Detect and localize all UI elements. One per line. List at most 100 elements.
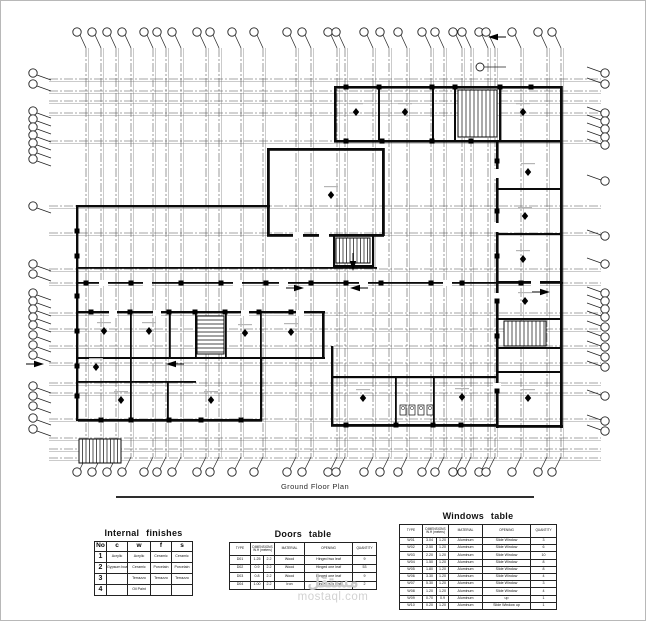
- table-cell: Oil Paint: [127, 584, 151, 596]
- table-cell: 2.2: [262, 580, 276, 590]
- table-cell: 0.9: [250, 563, 264, 573]
- table-cell: 1.20: [435, 558, 450, 567]
- column-markers: [74, 84, 534, 428]
- windows-table-title: Windows table: [442, 511, 514, 521]
- table-header-cell: OPENING: [304, 542, 354, 556]
- table-cell: 1.20: [435, 536, 450, 546]
- table-header-cell: QUANTITY: [530, 524, 558, 538]
- table-cell: [150, 584, 172, 596]
- table-header-cell: QUANTITY: [352, 542, 378, 556]
- stair-hatch: [457, 89, 498, 138]
- title-divider: [116, 496, 534, 498]
- table-cell: Hinged one leaf: [304, 563, 354, 573]
- grid-lines: [49, 48, 601, 461]
- table-cell: Aluminum: [448, 587, 484, 596]
- table-cell: Aluminum: [448, 565, 484, 574]
- table-cell: Terrazzo: [171, 573, 193, 585]
- table-cell: Porcelain: [171, 562, 193, 574]
- table-cell: Slide Window: [482, 558, 532, 567]
- table-cell: 0.8: [250, 572, 264, 582]
- finishes-table-title: Internal finishes: [104, 528, 183, 538]
- table-cell: 1: [94, 551, 107, 563]
- detail-tag-circle: [475, 62, 506, 72]
- table-cell: 1.20: [435, 572, 450, 582]
- table-cell: Slide Window: [482, 544, 532, 553]
- table-cell: Aluminum: [448, 558, 484, 567]
- table-cell: W08: [399, 587, 423, 596]
- table-header-cell: w: [127, 541, 151, 552]
- table-cell: Aluminum: [448, 536, 484, 546]
- table-cell: Iron: [274, 580, 306, 590]
- grid-bubbles-right: [586, 66, 610, 436]
- grid-bubbles-top: [72, 27, 562, 49]
- table-cell: 4: [530, 587, 558, 596]
- table-cell: Acrylic: [106, 551, 128, 563]
- table-header-cell: MATERIAL: [274, 542, 306, 556]
- table-cell: Porcelain: [150, 562, 172, 574]
- table-cell: 1: [530, 601, 558, 610]
- table-cell: 5.30: [422, 580, 437, 589]
- table-cell: 3.30: [422, 572, 437, 582]
- stair-hatch: [78, 438, 122, 464]
- table-cell: Aluminum: [448, 580, 484, 589]
- table-cell: W05: [399, 565, 423, 574]
- table-cell: Slide Window: [482, 565, 532, 574]
- table-cell: W01: [399, 536, 423, 546]
- table-cell: 2: [352, 580, 378, 590]
- table-cell: 0.20: [422, 601, 437, 610]
- table-cell: 1.20: [435, 551, 450, 560]
- table-cell: 9: [352, 572, 378, 582]
- table-header-cell: OPENING: [482, 524, 532, 538]
- table-cell: Terrazzo: [150, 573, 172, 585]
- table-cell: Wood: [274, 572, 306, 582]
- table-cell: 8: [530, 558, 558, 567]
- table-cell: 3: [94, 573, 107, 585]
- table-cell: Gypsum board: [106, 562, 128, 574]
- table-cell: [106, 573, 128, 585]
- table-cell: W02: [399, 544, 423, 553]
- table-cell: Aluminum: [448, 551, 484, 560]
- direction-arrows: [26, 33, 550, 368]
- table-cell: Slide Window: [482, 572, 532, 582]
- floor-plan-svg: [26, 27, 610, 477]
- table-cell: 2: [94, 562, 107, 574]
- table-cell: 1.20: [435, 565, 450, 574]
- table-cell: 8: [530, 565, 558, 574]
- plan-title: Ground Floor Plan: [280, 482, 350, 491]
- table-header-cell: c: [106, 541, 128, 552]
- table-cell: Slide Window: [482, 536, 532, 546]
- table-cell: W04: [399, 558, 423, 567]
- door-gaps: [99, 169, 540, 392]
- table-cell: [171, 584, 193, 596]
- table-cell: Wood: [274, 555, 306, 565]
- table-header-cell: s: [171, 541, 193, 552]
- table-cell: 4: [530, 572, 558, 582]
- table-cell: W10: [399, 601, 423, 610]
- table-cell: 3: [530, 536, 558, 546]
- table-cell: 0.9: [435, 594, 450, 603]
- table-cell: Hinged one leaf: [304, 572, 354, 582]
- room-tag-diamonds: [89, 103, 535, 404]
- table-cell: 1: [530, 594, 558, 603]
- table-cell: Hinged two leaf: [304, 580, 354, 590]
- table-cell: 0.70: [422, 594, 437, 603]
